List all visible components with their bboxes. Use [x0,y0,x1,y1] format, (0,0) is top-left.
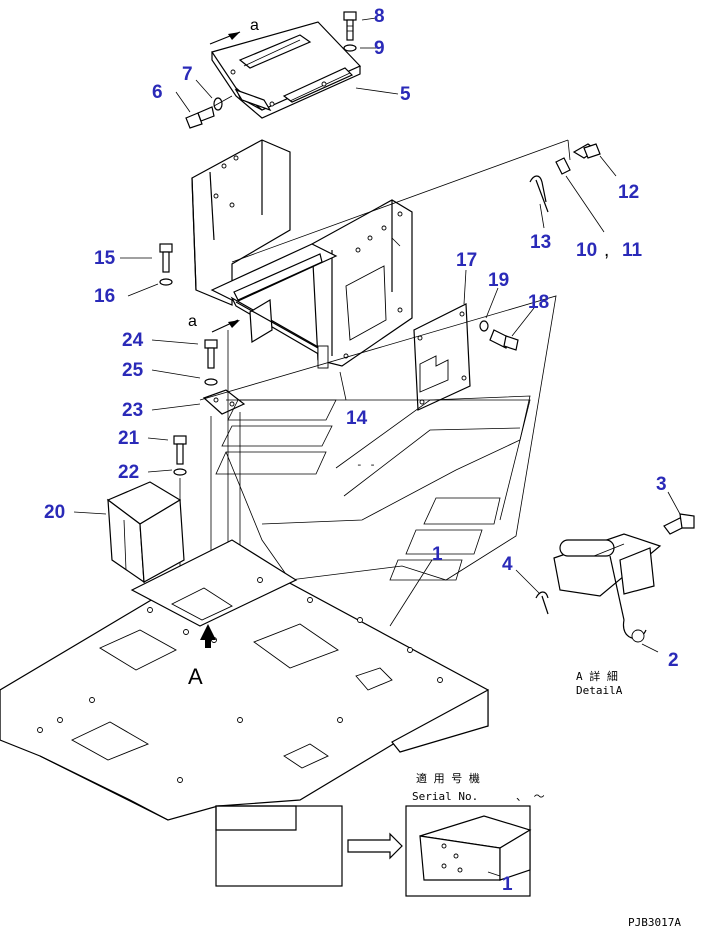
bolt-part-15 [159,243,173,273]
label-part-11: 11 [622,240,643,261]
label-sep-comma: , [604,240,609,261]
detail-caption-jp: A 詳 細 [576,669,618,683]
label-part-22: 22 [118,462,139,483]
bolt-part-18 [489,329,519,351]
bracket-part-14 [191,139,413,369]
label-part-15: 15 [94,248,116,269]
label-part-5: 5 [400,84,411,105]
label-part-6: 6 [152,82,163,103]
serial-caption-jp: 適 用 号 機 [416,771,480,785]
plate-part-17 [413,303,471,411]
bolt-part-21 [173,435,187,465]
label-part-21: 21 [118,428,140,449]
main-frame-part-1 [0,539,489,831]
label-part-25: 25 [122,360,144,381]
bolt-part-24 [204,339,218,369]
label-part-16: 16 [94,286,115,307]
label-part-13: 13 [530,232,551,253]
view-arrow-a-mid: a [188,313,240,333]
cover-plate-part-5 [211,21,362,119]
washer-part-22 [173,468,187,476]
view-arrow-A: A [188,624,216,689]
clip-part-10-11 [555,157,571,175]
washer-part-25 [204,378,218,386]
drawing-code: PJB3017A [628,916,681,929]
label-part-23: 23 [122,400,143,421]
label-part-12: 12 [618,182,639,203]
pin-part-13 [529,175,549,213]
label-part-1-inset: 1 [502,874,513,895]
label-part-20: 20 [44,502,65,523]
label-part-4: 4 [502,554,513,575]
view-mark-a-top: a [250,17,259,34]
hinge-detail-A [535,513,695,643]
serial-separator: 、 ～ [516,790,545,803]
leader-lines [73,17,681,877]
view-mark-A: A [188,664,203,689]
washer-part-16 [159,278,173,286]
label-part-19: 19 [488,270,509,291]
label-part-9: 9 [374,38,385,59]
label-part-3: 3 [656,474,667,495]
bolt-part-6 [185,106,215,129]
detail-caption-en: DetailA [576,684,623,697]
label-part-2: 2 [668,650,679,671]
label-part-10: 10 [576,240,597,261]
label-part-7: 7 [182,64,193,85]
cover-part-20 [106,481,185,584]
label-part-24: 24 [122,330,144,351]
label-part-17: 17 [456,250,477,271]
serial-inset [215,805,532,897]
view-mark-a-mid: a [188,313,197,330]
washer-part-9 [343,44,357,52]
pin-part-4 [535,591,549,615]
label-part-1: 1 [432,544,443,565]
label-part-18: 18 [528,292,549,313]
label-part-14: 14 [346,408,368,429]
bolt-part-3 [663,513,695,535]
view-arrow-a-top: a [209,17,259,45]
bolt-part-12 [572,143,601,159]
serial-caption-en: Serial No. [412,790,478,803]
label-part-8: 8 [374,6,385,27]
washer-part-19 [479,320,489,332]
svg-text:- -: - - [356,458,376,471]
bolt-part-8 [343,11,357,41]
plate-part-23 [202,389,246,415]
